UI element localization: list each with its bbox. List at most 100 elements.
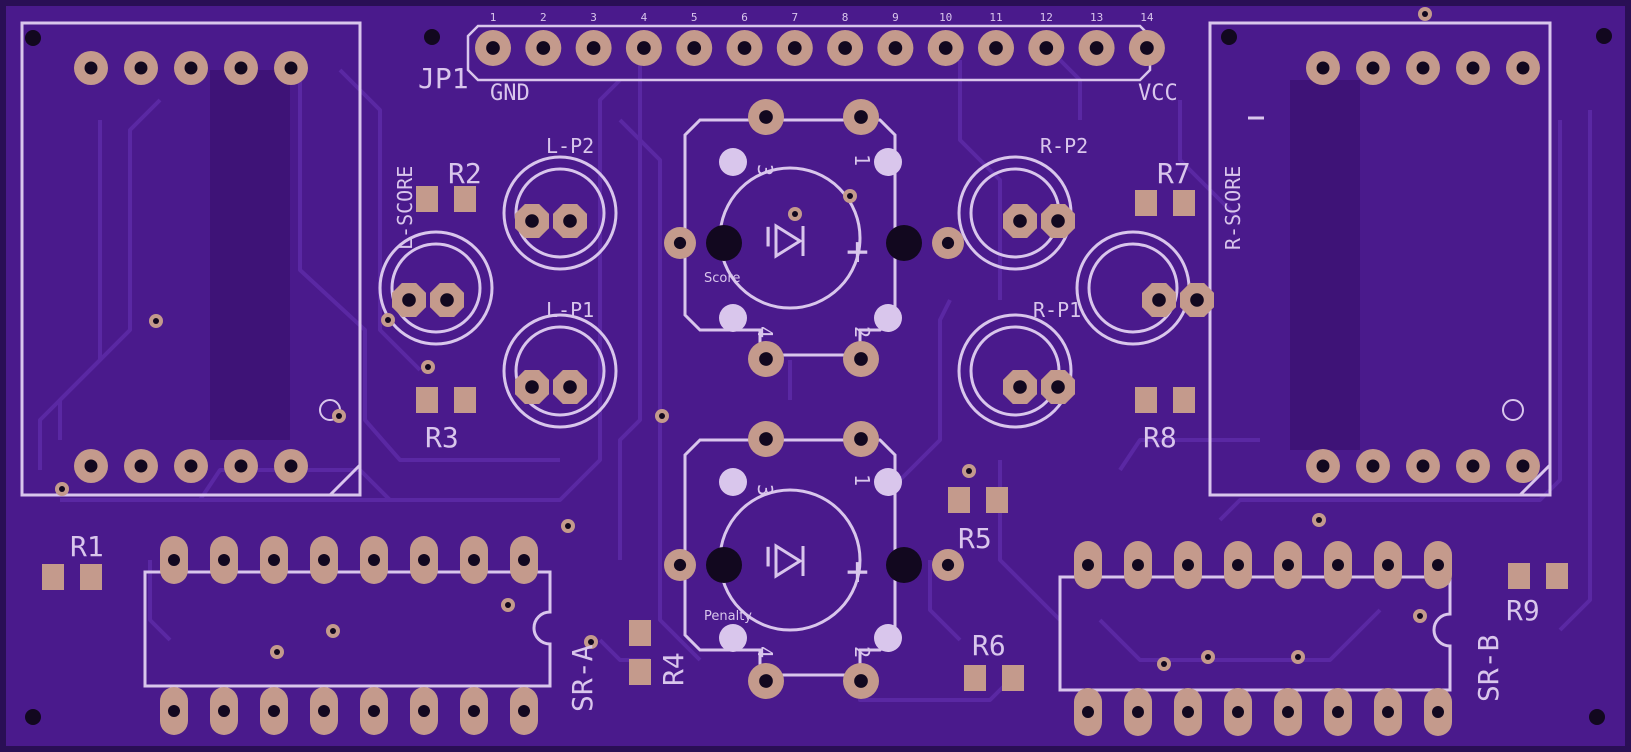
score-btn-pad-side-left-drill bbox=[673, 236, 687, 250]
mounting-hole-4 bbox=[1589, 709, 1605, 725]
penalty-btn-pad-side-right-drill bbox=[941, 558, 955, 572]
score-btn-pad-side-right-drill bbox=[941, 236, 955, 250]
via-4-drill bbox=[336, 413, 342, 419]
display-right-top-pin-4-drill bbox=[1466, 61, 1480, 75]
score-btn-hole-right bbox=[886, 225, 922, 261]
sr-b-pin-bottom-7-drill bbox=[1382, 706, 1394, 718]
display-right-bottom-pin-1-drill bbox=[1316, 459, 1330, 473]
sr-b-pin-bottom-8-drill bbox=[1432, 706, 1444, 718]
via-12-drill bbox=[792, 211, 798, 217]
display-right-bottom-pin-2-drill bbox=[1366, 459, 1380, 473]
sr-a-pin-top-1-drill bbox=[168, 554, 180, 566]
r4-pad-a bbox=[629, 620, 651, 646]
penalty-btn-hole-left bbox=[706, 547, 742, 583]
r6-pad-a bbox=[964, 665, 986, 691]
penalty-minus: − bbox=[745, 545, 789, 568]
display-left-top-pin-4-drill bbox=[234, 61, 248, 75]
sr-b-pin-top-6-drill bbox=[1332, 559, 1344, 571]
header-pin-6-drill bbox=[737, 41, 752, 55]
sr-a-pin-top-8-drill bbox=[518, 554, 530, 566]
sr-a-pin-bottom-5-drill bbox=[368, 705, 380, 717]
sr-b-pin-bottom-4-drill bbox=[1232, 706, 1244, 718]
via-6-drill bbox=[565, 523, 571, 529]
mounting-hole-6 bbox=[1221, 29, 1237, 45]
sr-b-pin-top-1-drill bbox=[1082, 559, 1094, 571]
via-1-drill bbox=[153, 318, 159, 324]
header-pin-12-drill bbox=[1039, 41, 1054, 55]
display-right-bottom-pin-3-drill bbox=[1416, 459, 1430, 473]
led-r-p1-pad-b-drill bbox=[1051, 380, 1065, 394]
l-p2-label: L-P2 bbox=[546, 134, 594, 158]
ic-sr-b-outline bbox=[1058, 575, 1452, 692]
display-right-top-pin-2-drill bbox=[1366, 61, 1380, 75]
score-pin1: 1 bbox=[850, 154, 874, 166]
penalty-btn-pad-bottom-right-drill bbox=[854, 674, 868, 688]
vcc-label: VCC bbox=[1138, 81, 1178, 106]
r8-pad-a bbox=[1135, 387, 1157, 413]
score-pin4: 4 bbox=[753, 326, 777, 338]
r5-pad-a bbox=[948, 487, 970, 513]
penalty-button-label: Penalty bbox=[704, 609, 752, 624]
via-13-drill bbox=[966, 468, 972, 474]
sr-a-pin-top-3-drill bbox=[268, 554, 280, 566]
header-pin-14-drill bbox=[1140, 41, 1154, 55]
led-r-p2-pad-a-drill bbox=[1013, 214, 1027, 228]
score-btn-hole-left bbox=[706, 225, 742, 261]
r7-label: R7 bbox=[1157, 157, 1191, 190]
via-10-drill bbox=[659, 413, 665, 419]
display-right-bottom-pin-5-drill bbox=[1516, 459, 1530, 473]
l-p1-label: L-P1 bbox=[546, 298, 594, 322]
header-pin-number: 7 bbox=[791, 11, 798, 24]
r8-label: R8 bbox=[1143, 421, 1177, 454]
r2-label: R2 bbox=[448, 157, 482, 190]
r-p1-label: R-P1 bbox=[1033, 298, 1081, 322]
header-pin-2-drill bbox=[536, 41, 551, 55]
r6-label: R6 bbox=[972, 629, 1006, 662]
led-l-score-pad-a-drill bbox=[402, 293, 416, 307]
sr-b-pin-top-2-drill bbox=[1132, 559, 1144, 571]
header-pin-number: 2 bbox=[540, 11, 547, 24]
r2-pad-b bbox=[454, 186, 476, 212]
l-score-label: L-SCORE bbox=[393, 166, 417, 250]
via-20-drill bbox=[588, 639, 594, 645]
score-btn-pad-top-right-drill bbox=[854, 110, 868, 124]
display-left-top-pin-2-drill bbox=[134, 61, 148, 75]
penalty-btn-pad-bottom-left-drill bbox=[759, 674, 773, 688]
score-pin3: 3 bbox=[753, 164, 777, 176]
r-score-label: R-SCORE bbox=[1221, 166, 1245, 250]
sr-b-pin-top-5-drill bbox=[1282, 559, 1294, 571]
sr-a-pin-bottom-4-drill bbox=[318, 705, 330, 717]
sr-a-pin-bottom-3-drill bbox=[268, 705, 280, 717]
header-pin-10-drill bbox=[938, 41, 953, 55]
mounting-hole-1 bbox=[25, 30, 41, 46]
sr-b-pin-top-8-drill bbox=[1432, 559, 1444, 571]
sr-b-pin-top-7-drill bbox=[1382, 559, 1394, 571]
led-l-p2-pad-b-drill bbox=[563, 214, 577, 228]
mounting-hole-5 bbox=[424, 29, 440, 45]
led-r-p1-pad-a-drill bbox=[1013, 380, 1027, 394]
sr-b-pin-bottom-2-drill bbox=[1132, 706, 1144, 718]
via-14-drill bbox=[1422, 11, 1428, 17]
header-pin-number: 4 bbox=[641, 11, 648, 24]
led-l-p1-pad-b-drill bbox=[563, 380, 577, 394]
r1-pad-b bbox=[80, 564, 102, 590]
r5-pad-b bbox=[986, 487, 1008, 513]
r9-label: R9 bbox=[1506, 594, 1540, 627]
mounting-hole-3 bbox=[25, 709, 41, 725]
header-pin-9-drill bbox=[888, 41, 903, 55]
r6-pad-b bbox=[1002, 665, 1024, 691]
header-pin-4-drill bbox=[637, 41, 651, 55]
sr-b-pin-bottom-3-drill bbox=[1182, 706, 1194, 718]
led-l-score-pad-b-drill bbox=[440, 293, 454, 307]
display-right-bottom-pin-4-drill bbox=[1466, 459, 1480, 473]
r2-pad-a bbox=[416, 186, 438, 212]
header-pin-5-drill bbox=[687, 41, 702, 55]
header-pin-number: 13 bbox=[1090, 11, 1103, 24]
via-7-drill bbox=[505, 602, 511, 608]
mounting-hole-2 bbox=[1596, 28, 1612, 44]
ic-sr-a-outline bbox=[143, 570, 552, 688]
header-pin-number: 10 bbox=[939, 11, 952, 24]
r1-pad-a bbox=[42, 564, 64, 590]
sr-a-pin-bottom-2-drill bbox=[218, 705, 230, 717]
